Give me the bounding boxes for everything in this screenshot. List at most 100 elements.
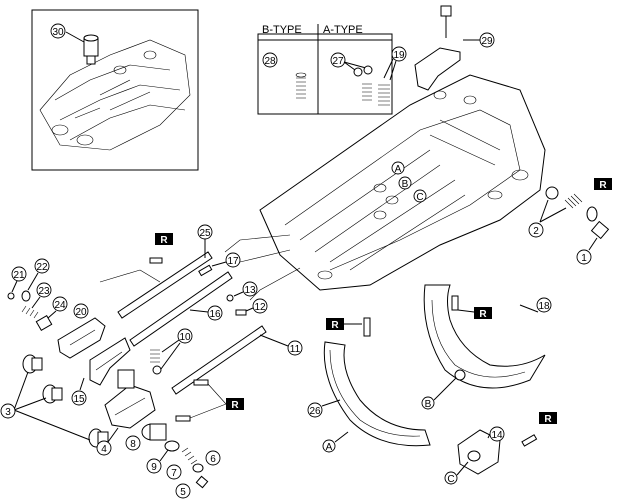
callout-13-label: 13 bbox=[244, 285, 256, 296]
roll-pin-lower bbox=[175, 415, 191, 422]
part-18-shell bbox=[423, 284, 546, 389]
letter-a-body: A bbox=[395, 164, 402, 175]
callout-21-label: 21 bbox=[13, 270, 25, 281]
roll-pin-26 bbox=[363, 317, 371, 337]
letter-b-marker-18 bbox=[421, 396, 435, 410]
callout-23 bbox=[36, 282, 52, 298]
inset-housing-drawing bbox=[39, 39, 191, 151]
letter-c-14: C bbox=[447, 474, 454, 485]
callout-6 bbox=[205, 450, 221, 466]
callout-2-label: 2 bbox=[533, 226, 539, 237]
letter-b-18: B bbox=[425, 399, 432, 410]
callout-1-label: 1 bbox=[581, 253, 587, 264]
part-29-bracket bbox=[414, 5, 461, 91]
callout-20-label: 20 bbox=[75, 307, 87, 318]
part-6-washer bbox=[192, 463, 204, 473]
callout-29 bbox=[479, 32, 495, 48]
callout-15-label: 15 bbox=[73, 394, 85, 405]
callout-16 bbox=[207, 305, 223, 321]
callout-17 bbox=[225, 252, 241, 268]
callout-14 bbox=[489, 426, 505, 442]
replace-mark-1-text: R bbox=[599, 180, 607, 191]
part-1-plug bbox=[590, 220, 610, 240]
replace-mark-2-text: R bbox=[160, 235, 168, 246]
replace-mark-4 bbox=[326, 318, 344, 330]
callout-18-label: 18 bbox=[538, 301, 550, 312]
letter-b-body: B bbox=[402, 179, 409, 190]
callout-12-label: 12 bbox=[254, 302, 266, 313]
callout-8-label: 8 bbox=[130, 439, 136, 450]
callout-30-label: 30 bbox=[52, 27, 64, 38]
type-box-frame bbox=[257, 33, 393, 115]
callout-10 bbox=[177, 328, 193, 344]
part-25-shaft bbox=[117, 251, 213, 319]
part-2-ball-spring bbox=[545, 186, 598, 222]
letter-c-marker-14 bbox=[444, 471, 458, 485]
callout-20 bbox=[73, 303, 89, 319]
callout-22 bbox=[34, 258, 50, 274]
callout-25-label: 25 bbox=[199, 228, 211, 239]
callout-3-label: 3 bbox=[5, 407, 11, 418]
replace-mark-4-text: R bbox=[331, 320, 339, 331]
callout-9-label: 9 bbox=[151, 462, 157, 473]
replace-mark-6 bbox=[539, 412, 557, 424]
callout-16-label: 16 bbox=[209, 309, 221, 320]
part-10-ball bbox=[152, 365, 162, 375]
replace-mark-5 bbox=[474, 307, 492, 319]
callout-11 bbox=[287, 340, 303, 356]
letter-a-marker-body bbox=[391, 161, 405, 175]
replace-mark-1 bbox=[594, 178, 612, 190]
callout-14-label: 14 bbox=[491, 430, 503, 441]
part-9-ring bbox=[164, 440, 180, 452]
part-30-plug bbox=[83, 34, 99, 65]
part-15-fork bbox=[89, 337, 131, 386]
part-12-pin bbox=[235, 309, 247, 316]
callout-28-label: 28 bbox=[264, 56, 276, 67]
a-type-header: A-TYPE bbox=[323, 24, 363, 36]
callout-28 bbox=[262, 52, 278, 68]
part-23-spring bbox=[21, 305, 39, 319]
part-14-block bbox=[457, 429, 501, 475]
part-10-spring bbox=[150, 349, 160, 363]
callout-2 bbox=[528, 222, 544, 238]
letter-a-26: A bbox=[326, 442, 333, 453]
replace-mark-3 bbox=[226, 398, 244, 410]
part-7-spring bbox=[181, 447, 198, 465]
callout-17-label: 17 bbox=[227, 256, 239, 267]
callout-5 bbox=[175, 483, 191, 499]
letter-c-body: C bbox=[416, 192, 423, 203]
callout-19-label: 19 bbox=[393, 50, 405, 61]
callout-13 bbox=[242, 281, 258, 297]
callout-3 bbox=[0, 403, 16, 419]
roll-pin-mid bbox=[193, 379, 209, 386]
part-21-ball bbox=[7, 292, 15, 300]
part-8-sleeve bbox=[141, 423, 167, 441]
callout-4 bbox=[96, 440, 112, 456]
callout-27 bbox=[330, 52, 346, 68]
callout-21 bbox=[11, 266, 27, 282]
inset-frame bbox=[31, 9, 199, 171]
callout-23-label: 23 bbox=[38, 286, 50, 297]
letter-a-marker-26 bbox=[322, 439, 336, 453]
part-26-shell bbox=[323, 341, 431, 447]
callout-10-label: 10 bbox=[179, 332, 191, 343]
callout-30 bbox=[50, 23, 66, 39]
callout-12 bbox=[252, 298, 268, 314]
callout-26 bbox=[307, 402, 323, 418]
callout-4-label: 4 bbox=[101, 444, 107, 455]
callout-7-label: 7 bbox=[171, 468, 177, 479]
callout-15 bbox=[71, 390, 87, 406]
callout-1 bbox=[576, 249, 592, 265]
callout-29-label: 29 bbox=[481, 36, 493, 47]
callout-24-label: 24 bbox=[54, 300, 66, 311]
part-24-plug bbox=[35, 314, 53, 332]
roll-pin-upper bbox=[149, 257, 163, 264]
part-5-bolt bbox=[195, 475, 209, 489]
part-22-ring bbox=[21, 290, 31, 302]
letter-b-marker-body bbox=[398, 176, 412, 190]
roll-pin-18 bbox=[451, 295, 459, 311]
b-type-header: B-TYPE bbox=[262, 24, 302, 36]
replace-mark-2 bbox=[155, 233, 173, 245]
